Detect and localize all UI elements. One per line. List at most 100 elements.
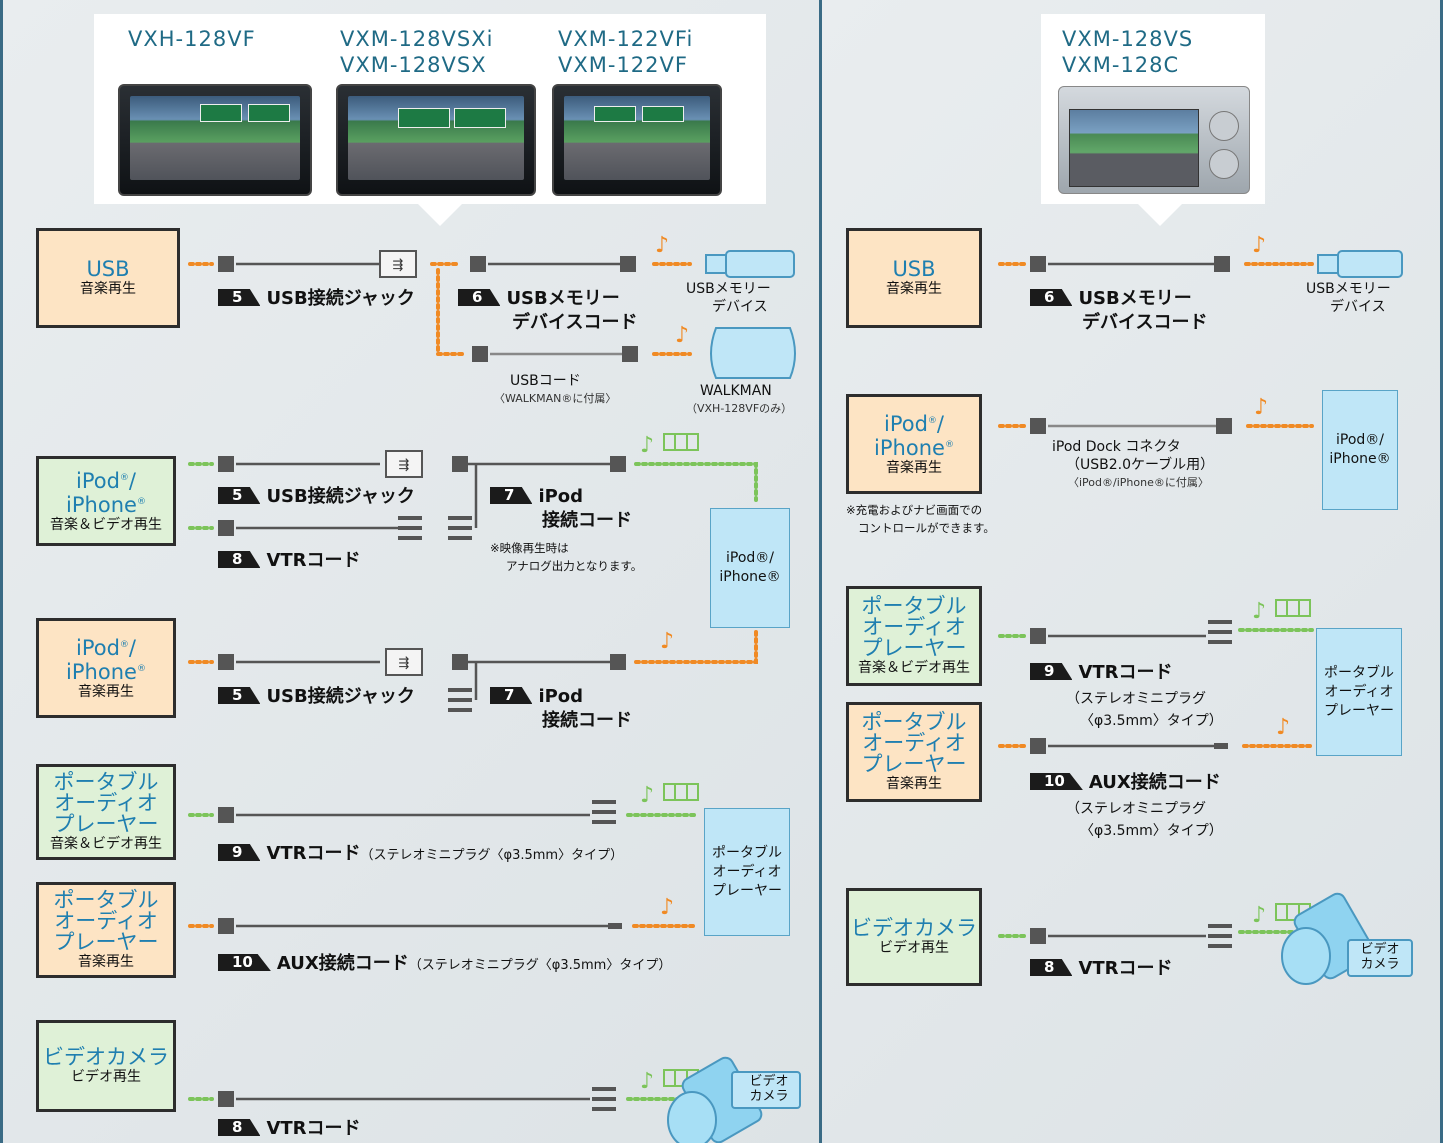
cable-name: VTRコード	[1078, 958, 1173, 979]
box-title: /	[128, 636, 136, 660]
pointer-arrow	[418, 204, 462, 226]
box-title: iPhone	[874, 436, 945, 460]
box-subtitle: 音楽再生	[886, 775, 942, 792]
box-title: プレーヤー	[53, 811, 159, 836]
box-title: iPod	[75, 636, 120, 660]
box-title: /	[936, 412, 944, 436]
center-divider	[819, 0, 822, 1143]
usb-jack-label: 5 USB接続ジャック	[218, 288, 415, 310]
cable-spec: 〈φ3.5mm〉タイプ）	[1080, 713, 1223, 729]
box-title: オーディオ	[54, 790, 158, 815]
model-name: VXM-128VSX	[340, 53, 487, 77]
model-name: VXM-122VFi	[558, 27, 694, 51]
box-title: iPhone	[66, 660, 137, 684]
music-note-icon: ♪	[1252, 599, 1266, 624]
portable-player-device: ポータブル オーディオ プレーヤー	[1316, 628, 1402, 756]
cable-number: 6	[458, 289, 501, 306]
vtr-cord-label: 8 VTRコード	[218, 550, 361, 572]
cable-name: 接続コード	[542, 710, 632, 731]
cable-number: 8	[218, 551, 261, 568]
music-note-icon: ♪	[660, 629, 674, 654]
cable-number: 9	[218, 844, 261, 861]
usb-jack-label: 5 USB接続ジャック	[218, 686, 415, 708]
vtr-cord-label: 8 VTRコード	[1030, 958, 1173, 980]
music-note-icon: ♪	[655, 233, 669, 258]
usb-memory-icon	[1317, 250, 1403, 278]
portable-player-device: ポータブル オーディオ プレーヤー	[704, 808, 790, 936]
box-title: プレーヤー	[53, 929, 159, 954]
note-text: ※映像再生時は	[490, 541, 569, 555]
usb-memory-cord-label: 6 USBメモリー	[1030, 288, 1192, 310]
music-note-icon: ♪	[640, 783, 654, 808]
cable-number: 8	[1030, 959, 1073, 976]
cable-number: 6	[1030, 289, 1073, 306]
usb-memory-icon	[705, 250, 795, 278]
cable-name: USB接続ジャック	[266, 288, 415, 309]
cable-name: USB接続ジャック	[266, 686, 415, 707]
cable-name: iPod	[538, 486, 584, 507]
cable-name: AUX接続コード	[1088, 772, 1221, 793]
box-title: プレーヤー	[861, 751, 967, 776]
ipod-music-box: iPod®/ iPhone® 音楽再生	[846, 394, 982, 494]
cable-name: VTRコード	[266, 1118, 361, 1139]
device-label: ポータブル	[1324, 664, 1394, 681]
right-border	[1440, 0, 1443, 1143]
box-title: オーディオ	[862, 730, 966, 755]
music-note-icon: ♪	[1254, 395, 1268, 420]
music-note-icon: ♪	[640, 433, 654, 458]
cable-number: 5	[218, 289, 261, 306]
dock-connector-label: iPod Dock コネクタ	[1052, 439, 1181, 455]
portable-av-box: ポータブル オーディオ プレーヤー 音楽＆ビデオ再生	[36, 764, 176, 860]
device-label: iPhone®	[1329, 451, 1391, 467]
cable-name: VTRコード	[266, 843, 361, 864]
ipod-iphone-device: iPod®/ iPhone®	[1322, 390, 1398, 510]
box-title: プレーヤー	[861, 635, 967, 660]
box-subtitle: 音楽再生	[78, 953, 134, 970]
device-label: USBメモリー	[686, 281, 771, 297]
cable-name: AUX接続コード	[276, 953, 409, 974]
ipod-iphone-device: iPod®/ iPhone®	[710, 508, 790, 628]
cable-spec: （ステレオミニプラグ〈φ3.5mm〉タイプ）	[408, 958, 672, 973]
navi-unit-image	[552, 84, 722, 196]
cable-name: VTRコード	[266, 550, 361, 571]
box-title: ポータブル	[53, 887, 159, 912]
device-label: ポータブル	[712, 844, 782, 861]
dock-connector-label: （USB2.0ケーブル用）	[1066, 457, 1215, 473]
model-name: VXM-128C	[1062, 53, 1180, 77]
ipod-music-box: iPod®/ iPhone® 音楽再生	[36, 618, 176, 718]
navi-unit-image	[1058, 86, 1250, 194]
cable-number: 5	[218, 687, 261, 704]
cable-number: 10	[1030, 773, 1083, 790]
box-title: iPhone	[66, 493, 137, 517]
box-title: USB	[86, 256, 130, 281]
cable-name: USBメモリー	[1078, 288, 1192, 309]
device-label: iPod®/	[1335, 432, 1384, 448]
cable-name: iPod	[538, 686, 584, 707]
cable-name: VTRコード	[1078, 662, 1173, 683]
box-title: /	[128, 469, 136, 493]
music-note-icon: ♪	[640, 1069, 654, 1094]
video-camera-box: ビデオカメラ ビデオ再生	[36, 1020, 176, 1112]
device-label: プレーヤー	[712, 882, 782, 899]
cable-number: 10	[218, 954, 271, 971]
usb-cord-label: USBコード	[510, 373, 581, 389]
usb-cord-note: 〈WALKMAN®に付属〉	[494, 392, 617, 405]
device-label: カメラ	[1360, 957, 1400, 972]
box-title: オーディオ	[862, 614, 966, 639]
box-subtitle: 音楽＆ビデオ再生	[50, 517, 162, 533]
note-text: アナログ出力となります。	[506, 559, 643, 573]
cable-name: USB接続ジャック	[266, 486, 415, 507]
cable-name: デバイスコード	[512, 312, 638, 333]
device-label: デバイス	[712, 299, 768, 315]
camera-label: ビデオ カメラ	[1354, 942, 1406, 972]
box-title: ビデオカメラ	[851, 915, 977, 940]
model-name: VXH-128VF	[128, 27, 256, 51]
cable-name: 接続コード	[542, 510, 632, 531]
device-label: デバイス	[1330, 299, 1386, 315]
note-text: コントロールができます。	[858, 521, 995, 535]
cable-spec: （ステレオミニプラグ	[1066, 691, 1206, 707]
